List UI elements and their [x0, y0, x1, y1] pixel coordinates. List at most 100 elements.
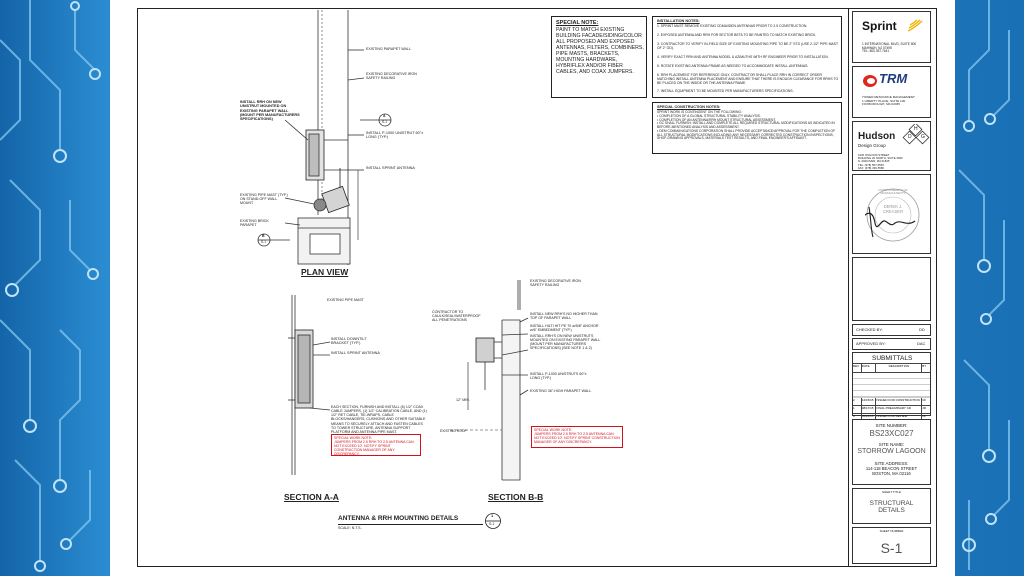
aa-label-antenna: INSTALL SPRINT ANTENNA — [331, 351, 380, 355]
installation-note: 1. SPRINT MUST REMOVE EXISTING CDMA/IDEN… — [657, 24, 808, 28]
submittal-cell: ISSUED FOR REVIEW — [876, 414, 923, 421]
drawing-frame — [137, 8, 937, 567]
engineer-seal-cell: COMMONWEALTH OF MASSACHUSETTS DEREK J. C… — [852, 174, 931, 254]
plan-label-pipe-mast: EXISTING PIPE MAST (TYP.) ON STAND-OFF W… — [240, 193, 288, 206]
special-note-heading: SPECIAL NOTE: — [556, 20, 599, 26]
submittal-cell: 08/17/15 — [862, 406, 877, 413]
hudson-letter-g: G — [921, 134, 925, 140]
plan-label-rrh: INSTALL RRH ON NEW UNISTRUT MOUNTED ON E… — [240, 100, 300, 122]
bb-label-unistrut: INSTALL P-1000 UNISTRUTS 60"± LONG (TYP.… — [530, 372, 587, 381]
hudson-address: 1600 OSGOOD STREET BUILDING 20 NORTH, SU… — [858, 153, 903, 170]
submittal-cell: 12/15/15 — [862, 398, 877, 405]
site-number: BS23XC027 — [869, 429, 914, 438]
installation-note: 5. ROTATE EXISTING ANTENNA FRAME AS NEED… — [657, 64, 809, 68]
seal-text: COMMONWEALTH OF MASSACHUSETTS — [878, 188, 908, 196]
submittal-cell: CF — [922, 398, 927, 402]
sheet-title-cell: SHEET TITLE STRUCTURAL DETAILS — [852, 488, 931, 524]
callout-a-bottom: S-1 — [382, 120, 387, 124]
bb-label-roof: EXISTING ROOF — [440, 429, 467, 433]
checked-by-label: CHECKED BY: — [856, 327, 883, 332]
submittal-cell: 0 — [853, 414, 862, 421]
blank-cell-1 — [852, 257, 931, 321]
construction-notes-heading: SPECIAL CONSTRUCTION NOTES: — [657, 105, 721, 109]
section-aa-drawing — [288, 295, 331, 475]
section-bb-drawing — [450, 280, 529, 481]
hudson-sub: Design Group — [858, 143, 886, 148]
plan-view-drawing — [257, 10, 392, 265]
hudson-letter-h: H — [914, 126, 918, 132]
installation-notes-heading: INSTALLATION NOTES: — [657, 19, 700, 23]
aa-label-downtilt: INSTALL DOWNTILT BRACKET (TYP.) — [331, 337, 367, 346]
circuit-decoration-right-icon — [958, 0, 1010, 570]
sprint-logo: Sprint — [862, 19, 897, 33]
site-address-label: SITE ADDRESS: — [874, 461, 909, 466]
sprint-address: 1 INTERNATIONAL BLVD, SUITE 800 MAHWAH, … — [862, 42, 917, 54]
hudson-letter-d: D — [908, 134, 912, 140]
checked-by-value: DD — [919, 327, 925, 332]
site-info-cell: SITE NUMBER: BS23XC027 SITE NAME: STORRO… — [852, 419, 931, 485]
bb-label-rrhs-unistrut: INSTALL RRH'S ON NEW UNISTRUTS MOUNTED O… — [530, 334, 601, 351]
sheet-number: S-1 — [880, 540, 903, 556]
submittal-col-header: BY — [922, 364, 927, 368]
bb-warning-box — [531, 426, 623, 448]
sheet-title-label: SHEET TITLE — [882, 490, 901, 494]
site-number-label: SITE NUMBER: — [875, 423, 908, 428]
sprint-swoosh-icon — [907, 19, 923, 32]
submittals-table: REV DATE DESCRIPTION BY 2 12/15/15 ISSUE… — [853, 363, 930, 421]
callout-a-top: A — [383, 114, 386, 118]
special-construction-notes-box: SPECIAL CONSTRUCTION NOTES: SPRINT WORK … — [652, 102, 842, 154]
table-row: 2 12/15/15 ISSUED FOR CONSTRUCTION CF — [853, 398, 930, 406]
aa-warning-text: SPECIAL WORK NOTE: JUMPERS FROM 2.5 RRH … — [334, 436, 414, 457]
submittals-cell: SUBMITTALS REV DATE DESCRIPTION BY 2 12/… — [852, 352, 931, 421]
submittal-cell: 2 — [853, 398, 862, 405]
plan-label-unistrut: INSTALL P-1000 UNISTRUT 60"± LONG (TYP.) — [366, 131, 424, 140]
detail-title-rule — [338, 524, 483, 525]
installation-note: 7. INSTALL EQUIPMENT TO BE MOUNTED PER M… — [657, 89, 794, 93]
trm-logo-cell: TRM TOWER RESOURCE MANAGEMENT 1 LIBERTY … — [852, 66, 931, 118]
submittals-title: SUBMITTALS — [872, 355, 913, 362]
installation-notes-box: INSTALLATION NOTES: 1. SPRINT MUST REMOV… — [652, 16, 842, 98]
approved-by-value: DAC — [917, 341, 926, 346]
section-aa-title: SECTION A-A — [284, 492, 339, 502]
submittal-col-header: DESCRIPTION — [876, 364, 923, 372]
submittals-header-row: REV DATE DESCRIPTION BY — [853, 363, 930, 373]
submittals-blank-rows — [853, 373, 930, 398]
site-address: 114-118 BEACON STREET BOSTON, MA 02116 — [865, 466, 918, 476]
bb-label-new-rrhs: INSTALL NEW RRH'S NO HIGHER THAN TOP OF … — [530, 312, 598, 321]
bb-label-dim: 12" MIN. — [456, 398, 470, 402]
checked-by-cell: CHECKED BY: DD — [852, 324, 931, 336]
approved-by-cell: APPROVED BY: DAC — [852, 338, 931, 350]
submittal-col-header: REV — [853, 364, 862, 372]
submittal-cell: ISSUED FOR CONSTRUCTION — [876, 398, 923, 405]
sprint-logo-cell: Sprint 1 INTERNATIONAL BLVD, SUITE 800 M… — [852, 11, 931, 63]
aa-label-pipe-mast: EXISTING PIPE MAST — [327, 298, 364, 302]
submittal-cell: 1 — [853, 406, 862, 413]
sheet-title: STRUCTURAL DETAILS — [869, 500, 914, 515]
table-row: 1 08/17/15 FINAL PRELIMINARY CD JR — [853, 406, 930, 414]
special-note-text: PAINT TO MATCH EXISTING BUILDING FACADE/… — [556, 27, 644, 75]
sheet-number-cell: SHEET NUMBER S-1 — [852, 527, 931, 564]
submittal-cell: FINAL PRELIMINARY CD — [876, 406, 923, 413]
circuit-decoration-left-icon — [0, 0, 101, 572]
approved-by-label: APPROVED BY: — [856, 341, 886, 346]
bb-label-hilti: INSTALL HILTI HIT PE 70 w/5/8" ANCHOR w/… — [530, 324, 599, 333]
engineer-seal-icon — [865, 188, 920, 242]
plan-label-brick: EXISTING BRICK PARAPET — [240, 219, 269, 228]
callout-b-bottom: S-1 — [261, 240, 266, 244]
installation-note: 2. EXPOSED ANTENNA AND RRH FOR SECTOR BE… — [657, 33, 817, 37]
bb-label-parapet: EXISTING 36"-HIGH PARAPET WALL — [530, 389, 592, 393]
site-name: STORROW LAGOON — [857, 448, 926, 455]
trm-address: TOWER RESOURCE MANAGEMENT 1 LIBERTY PLAC… — [862, 95, 915, 107]
section-bb-title: SECTION B-B — [488, 492, 544, 502]
callout-b-top: B — [262, 234, 265, 238]
table-row: 0 05/26/15 ISSUED FOR REVIEW CF — [853, 414, 930, 421]
installation-note: 3. CONTRACTOR TO VERIFY IN-FIELD SIZE OF… — [657, 42, 838, 50]
sheet-number-label: SHEET NUMBER — [879, 529, 904, 533]
bb-warning-text: SPECIAL WORK NOTE: JUMPERS FROM 2.5 RRH … — [534, 428, 620, 445]
seal-name: DEREK J. CREASER — [882, 204, 904, 214]
special-note-box: SPECIAL NOTE: PAINT TO MATCH EXISTING BU… — [551, 16, 647, 98]
detail-callout-bubble — [485, 513, 501, 529]
hudson-logo-cell: Hudson Design Group H D G 1600 OSGOOD ST… — [852, 121, 931, 171]
submittal-cell: CF — [922, 414, 927, 418]
installation-note: 6. RRH PLACEMENT FOR REFERENCE ONLY. CON… — [657, 73, 839, 85]
